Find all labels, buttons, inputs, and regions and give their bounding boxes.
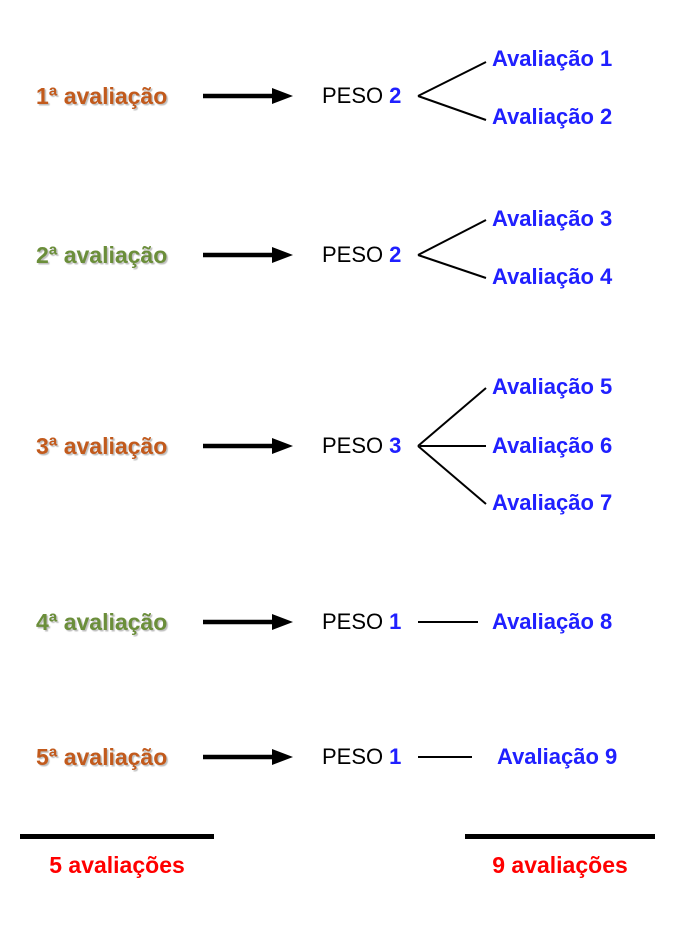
source-label: 3ª avaliação <box>36 433 168 459</box>
arrow-right-icon <box>203 88 293 104</box>
peso-value: 2 <box>389 83 402 108</box>
arrow-right-icon <box>203 614 293 630</box>
peso-label: PESO <box>322 83 384 108</box>
summary-label-right: 9 avaliações <box>492 852 628 878</box>
summary-label-left: 5 avaliações <box>49 852 185 878</box>
target-label: Avaliação 3 <box>492 206 613 231</box>
summary-bar-left <box>20 834 214 839</box>
target-label: Avaliação 6 <box>492 433 613 458</box>
source-label: 1ª avaliação <box>36 83 168 109</box>
peso-label: PESO <box>322 609 384 634</box>
target-label: Avaliação 8 <box>492 609 613 634</box>
branch-connector <box>417 387 487 505</box>
target-label: Avaliação 2 <box>492 104 613 129</box>
branch-connector <box>418 621 478 623</box>
target-label: Avaliação 1 <box>492 46 613 71</box>
peso-label: PESO <box>322 433 384 458</box>
arrow-right-icon <box>203 247 293 263</box>
arrow-right-icon <box>203 438 293 454</box>
summary-bar-right <box>465 834 655 839</box>
source-label: 4ª avaliação <box>36 609 168 635</box>
branch-connector <box>417 61 487 121</box>
peso-value: 1 <box>389 744 402 769</box>
branch-connector <box>418 756 472 758</box>
target-label: Avaliação 4 <box>492 264 613 289</box>
arrow-right-icon <box>203 749 293 765</box>
peso-value: 3 <box>389 433 402 458</box>
branch-connector <box>417 219 487 279</box>
peso-value: 1 <box>389 609 402 634</box>
peso-label: PESO <box>322 744 384 769</box>
peso-value: 2 <box>389 242 402 267</box>
target-label: Avaliação 7 <box>492 490 613 515</box>
peso-label: PESO <box>322 242 384 267</box>
target-label: Avaliação 5 <box>492 374 613 399</box>
target-label: Avaliação 9 <box>497 744 618 769</box>
source-label: 5ª avaliação <box>36 744 168 770</box>
source-label: 2ª avaliação <box>36 242 168 268</box>
